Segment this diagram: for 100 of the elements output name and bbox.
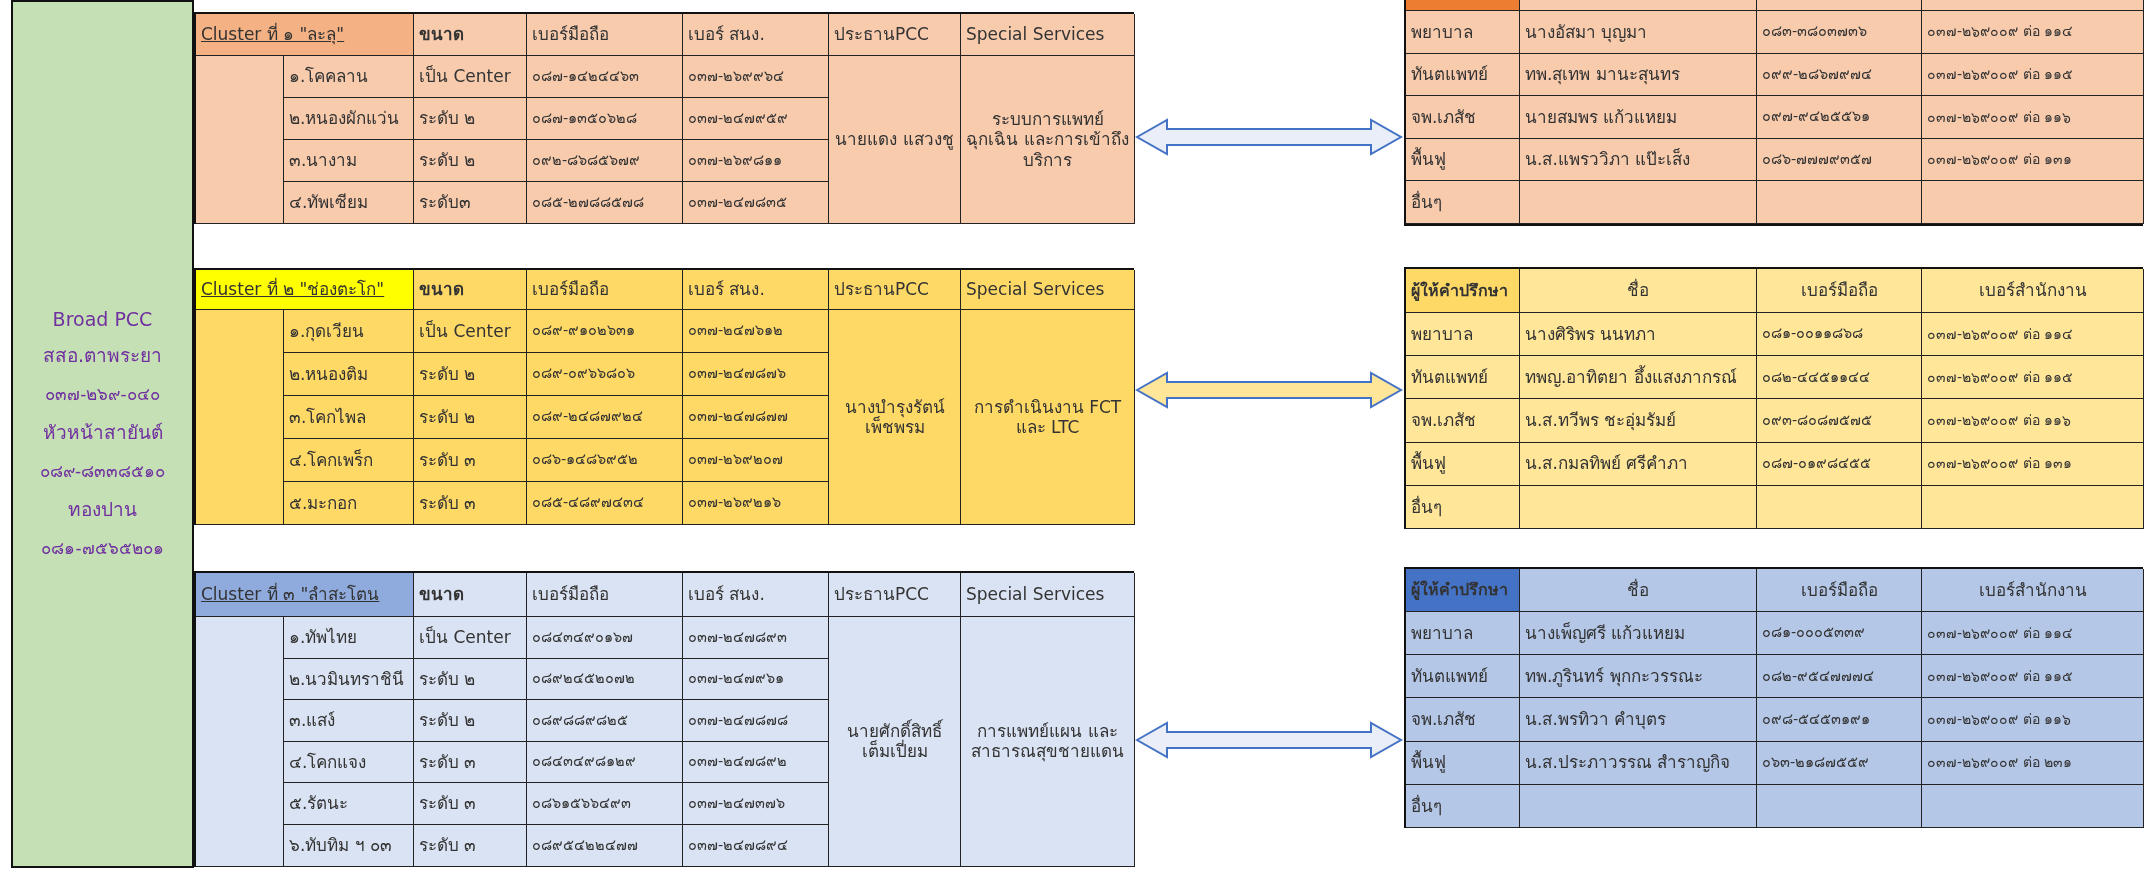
- panel-text: ทองปาน: [67, 496, 138, 522]
- table-cell: ๔.โคกแจง: [284, 741, 414, 784]
- table-cell: ๐๖๓-๒๑๘๗๕๕๙: [1757, 741, 1922, 785]
- table-cell: อื่นๆ: [1406, 181, 1520, 224]
- table-cell: ระดับ ๓: [414, 439, 527, 482]
- table-cell: ๐๓๗-๒๖๙๙๖๔: [683, 56, 829, 98]
- table-header-cell: เบอร์ สนง.: [683, 14, 829, 56]
- table-cell: การดำเนินงาน FCT และ LTC: [961, 310, 1135, 525]
- table-cell: ๐๘๑-๐๐๑๑๘๖๘: [1757, 313, 1922, 357]
- table-cell: ทพ.สุเทพ มานะสุนทร: [1520, 53, 1757, 97]
- table-cell: ๐๓๗-๒๖๙๐๐๙ ต่อ ๑๑๕: [1922, 356, 2144, 400]
- table-cell: ๓.แสง์: [284, 700, 414, 742]
- table-cell: ๐๘๗-๐๑๙๘๔๕๕: [1757, 442, 1922, 486]
- table-cell: ๐๓๗-๒๖๙๐๐๙ ต่อ ๑๑๖: [1922, 698, 2144, 742]
- table-header-cell: เบอร์สำนักงาน: [1922, 269, 2144, 313]
- table-cell: ๐๓๗-๒๖๙๐๐๙ ต่อ ๑๑๕: [1922, 655, 2144, 699]
- table-cell: ระดับ ๓: [414, 783, 527, 825]
- table-cell: ๐๓๗-๒๖๙๐๐๙ ต่อ ๑๓๑: [1922, 442, 2144, 486]
- table-header-cell: เบอร์สำนักงาน: [1922, 569, 2144, 612]
- table-cell: พื้นฟู: [1406, 442, 1520, 486]
- table-cell: ๒.นวมินทราชินี: [284, 658, 414, 701]
- table-cell: ๐๙๓-๘๐๘๗๕๗๕: [1757, 399, 1922, 443]
- table-cell: น.ส.กมลทิพย์ ศรีคำภา: [1520, 442, 1757, 486]
- table-cell: ๐๓๗-๒๖๙๐๐๙ ต่อ ๑๑๔: [1922, 612, 2144, 656]
- table-header-cell: Special Services: [961, 573, 1135, 617]
- table-cell: ๐๓๗-๒๔๗๘๗๘: [683, 700, 829, 742]
- panel-text: ๐๓๗-๒๖๙-๐๔๐: [44, 382, 161, 406]
- table-cell: ระดับ ๓: [414, 825, 527, 867]
- table-cell: ทันตแพทย์: [1406, 53, 1520, 97]
- table-cell: ๐๓๗-๒๔๗๘๗๖: [683, 353, 829, 396]
- table-header-cell: Cluster ที่ ๓ "ลำสะโตน: [196, 573, 414, 617]
- table-cell: พยาบาล: [1406, 11, 1520, 54]
- table-cell: ๒.หนองผักแว่น: [284, 98, 414, 140]
- table-cell: ระดับ ๒: [414, 140, 527, 182]
- table-cell: ๑.กุดเวียน: [284, 310, 414, 353]
- panel-text: ๐๘๙-๘๓๓๘๕๑๐: [38, 459, 167, 483]
- table-cell: เป็น Center: [414, 617, 527, 659]
- table-cell: ๐๓๗-๒๖๙๐๐๙ ต่อ ๑๑๕: [1922, 53, 2144, 97]
- table-header-cell: ประธานPCC: [829, 270, 961, 310]
- table-cell: ๐๓๗-๒๔๗๓๗๖: [683, 783, 829, 825]
- table-header-cell: ชื่อ: [1520, 569, 1757, 612]
- table-header-cell: Cluster ที่ ๒ "ช่องตะโก": [196, 270, 414, 310]
- table-cell: ระดับ ๓: [414, 741, 527, 784]
- table-header-cell: เบอร์ สนง.: [683, 270, 829, 310]
- panel-text: ๐๘๑-๗๕๖๕๒๐๑: [40, 536, 165, 560]
- table-cell: พื้นฟู: [1406, 138, 1520, 182]
- table-cell: ๐๘๔๓๔๙๐๑๖๗: [527, 617, 683, 659]
- table-cell: การแพทย์แผน และสาธารณสุขชายแดน: [961, 617, 1135, 867]
- table-cell: เป็น Center: [414, 56, 527, 98]
- table-cell: จพ.เภสัช: [1406, 96, 1520, 139]
- table-cell: ๕.รัตนะ: [284, 783, 414, 825]
- table-cell: ๓.โคกไพล: [284, 396, 414, 439]
- table-cell: ๐๘๙๘๘๙๘๒๕: [527, 700, 683, 742]
- table-cell: นางอัสมา บุญมา: [1520, 11, 1757, 54]
- table-cell: ๐๘๙๒๔๕๒๐๗๒: [527, 658, 683, 701]
- table-cell: ๐๘๔๓๔๙๘๑๒๙: [527, 741, 683, 784]
- table-cell: ๐๘๕-๒๗๘๘๕๗๘: [527, 182, 683, 224]
- table-cell: อื่นๆ: [1406, 485, 1520, 529]
- table-cell: ๐๓๗-๒๔๗๙๕๙: [683, 98, 829, 140]
- table-cell: ๑.โคคลาน: [284, 56, 414, 98]
- double-arrow: [1134, 371, 1404, 409]
- table-cell: ๑.ทัพไทย: [284, 617, 414, 659]
- table-cell: ๓.นางาม: [284, 140, 414, 182]
- table-cell: ๐๓๗-๒๖๙๐๐๙ ต่อ ๑๑๖: [1922, 399, 2144, 443]
- table-cell: ทพญ.อาทิตยา อึ้งแสงภากรณ์: [1520, 356, 1757, 400]
- table-header-cell: เบอร์มือถือ: [1757, 569, 1922, 612]
- table-cell: ๐๓๗-๒๔๗๘๙๒: [683, 741, 829, 784]
- table-cell: ๐๘๖-๗๗๗๙๓๕๗: [1757, 138, 1922, 182]
- table-cell: ระดับ ๒: [414, 700, 527, 742]
- table-cell: พยาบาล: [1406, 313, 1520, 357]
- table-cell: จพ.เภสัช: [1406, 399, 1520, 443]
- table-cell: น.ส.ประภาวรรณ สำราญกิจ: [1520, 741, 1757, 785]
- table-header-cell: Special Services: [961, 14, 1135, 56]
- panel-text: Broad PCC: [51, 307, 154, 330]
- table-header-cell: ชื่อ: [1520, 269, 1757, 313]
- table-cell: ๐๘๙-๐๙๖๖๘๐๖: [527, 353, 683, 396]
- table-header-cell: Cluster ที่ ๑ "ละลุ": [196, 14, 414, 56]
- table-cell: ๐๘๕-๔๘๙๗๔๓๔: [527, 482, 683, 525]
- table-header-cell: เบอร์มือถือ: [1757, 269, 1922, 313]
- table-cell: ๐๓๗-๒๖๙๐๐๙ ต่อ ๒๓๑: [1922, 741, 2144, 785]
- table-cell: ๐๓๗-๒๖๙๒๐๗: [683, 439, 829, 482]
- table-cell: ๐๓๗-๒๔๗๘๙๓: [683, 617, 829, 659]
- table-cell: ๐๘๒-๔๔๕๑๑๔๔: [1757, 356, 1922, 400]
- table-cell: ๐๓๗-๒๖๙๐๐๙ ต่อ ๑๓๑: [1922, 138, 2144, 182]
- table-cell: ระดับ ๒: [414, 353, 527, 396]
- table-cell: ระดับ ๓: [414, 482, 527, 525]
- table-cell: ๐๓๗-๒๖๙๐๐๙ ต่อ ๑๑๔: [1922, 313, 2144, 357]
- table-cell: ๐๙๙-๒๘๖๗๙๗๔: [1757, 53, 1922, 97]
- table-cell: น.ส.พรทิวา คำบุตร: [1520, 698, 1757, 742]
- table-cell: อื่นๆ: [1406, 784, 1520, 828]
- table-cell: ๐๘๙-๒๔๘๗๙๒๔: [527, 396, 683, 439]
- table-cell: ๐๘๓-๓๘๐๓๗๓๖: [1757, 11, 1922, 54]
- table-cell: นายแดง แสวงชู: [829, 56, 961, 224]
- panel-text: หัวหน้าสายันต์: [41, 419, 164, 445]
- table-header-cell: ขนาด: [414, 573, 527, 617]
- table-cell: ระบบการแพทย์ฉุกเฉิน และการเข้าถึงบริการ: [961, 56, 1135, 224]
- table-cell: น.ส.แพรววิภา แป๊ะเส็ง: [1520, 138, 1757, 182]
- table-cell: ๐๘๖๑๕๖๖๔๙๓: [527, 783, 683, 825]
- table-cell: ๐๓๗-๒๔๗๖๑๒: [683, 310, 829, 353]
- table-cell: นางบำรุงรัตน์ เพ็ชพรม: [829, 310, 961, 525]
